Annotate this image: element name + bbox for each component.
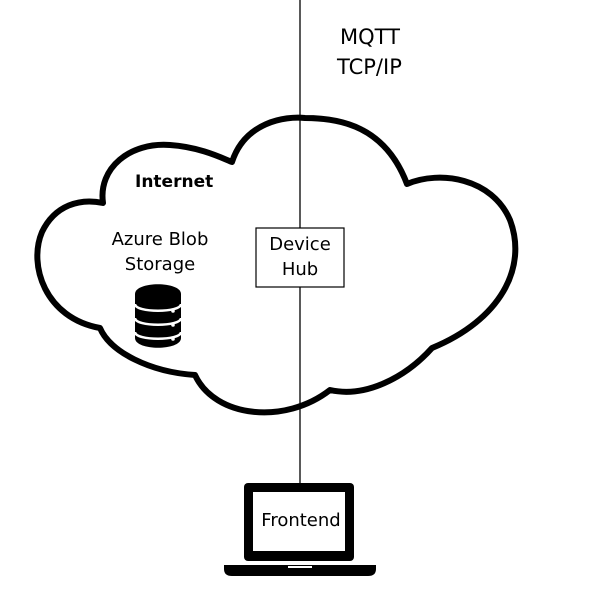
device-hub-box xyxy=(255,227,345,288)
internet-cloud-shape xyxy=(34,114,519,416)
hub-label-line1: Device xyxy=(269,234,331,255)
frontend-label: Frontend xyxy=(261,510,341,531)
laptop-icon xyxy=(224,483,376,576)
storage-label-line1: Azure Blob xyxy=(111,229,209,250)
database-icon xyxy=(133,284,183,348)
protocol-label-tcpip: TCP/IP xyxy=(337,55,402,79)
protocol-label-mqtt: MQTT xyxy=(340,25,400,49)
cloud-title: Internet xyxy=(135,172,214,192)
hub-label-line2: Hub xyxy=(281,259,319,280)
storage-label-line2: Storage xyxy=(124,254,196,275)
